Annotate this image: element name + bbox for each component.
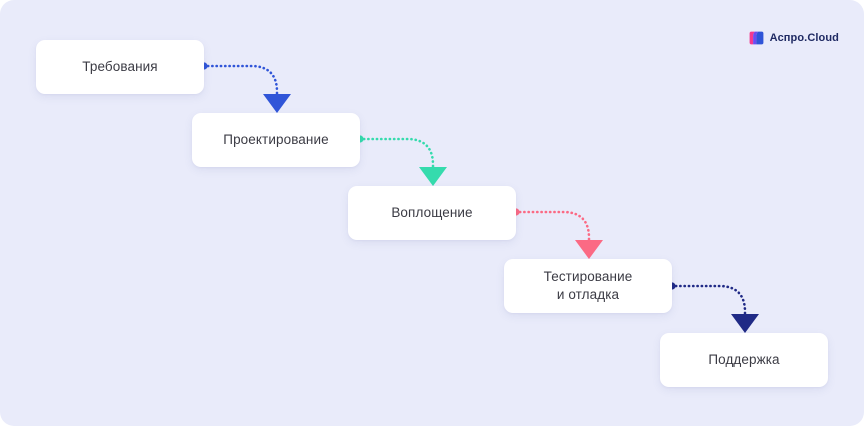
connector-requirements-to-design [200, 62, 291, 113]
connector-arrowhead [419, 167, 447, 186]
node-design-label: Проектирование [223, 132, 329, 147]
connector-dotted-path [206, 64, 279, 96]
node-implementation-label: Воплощение [391, 205, 473, 220]
node-support[interactable]: Поддержка [660, 333, 828, 387]
node-requirements-label: Требования [82, 59, 158, 74]
connector-testing-to-support [668, 282, 759, 333]
brand-name: Аспро.Cloud [769, 32, 839, 44]
connector-implementation-to-testing [512, 208, 603, 259]
connector-arrowhead [263, 94, 291, 113]
connector-dotted-path [674, 284, 747, 316]
connector-design-to-implementation [356, 135, 447, 186]
brand-logo[interactable]: Аспро.Cloud [749, 31, 839, 45]
node-design[interactable]: Проектирование [192, 113, 360, 167]
connector-dotted-path [362, 137, 435, 169]
node-implementation[interactable]: Воплощение [348, 186, 516, 240]
node-requirements[interactable]: Требования [36, 40, 204, 94]
connector-arrowhead [731, 314, 759, 333]
node-testing[interactable]: Тестирование и отладка [504, 259, 672, 313]
node-testing-label: Тестирование и отладка [543, 269, 633, 302]
connector-dotted-path [518, 210, 591, 242]
aspro-cloud-logo-icon [749, 31, 764, 45]
node-support-label: Поддержка [708, 352, 780, 367]
connector-arrowhead [575, 240, 603, 259]
